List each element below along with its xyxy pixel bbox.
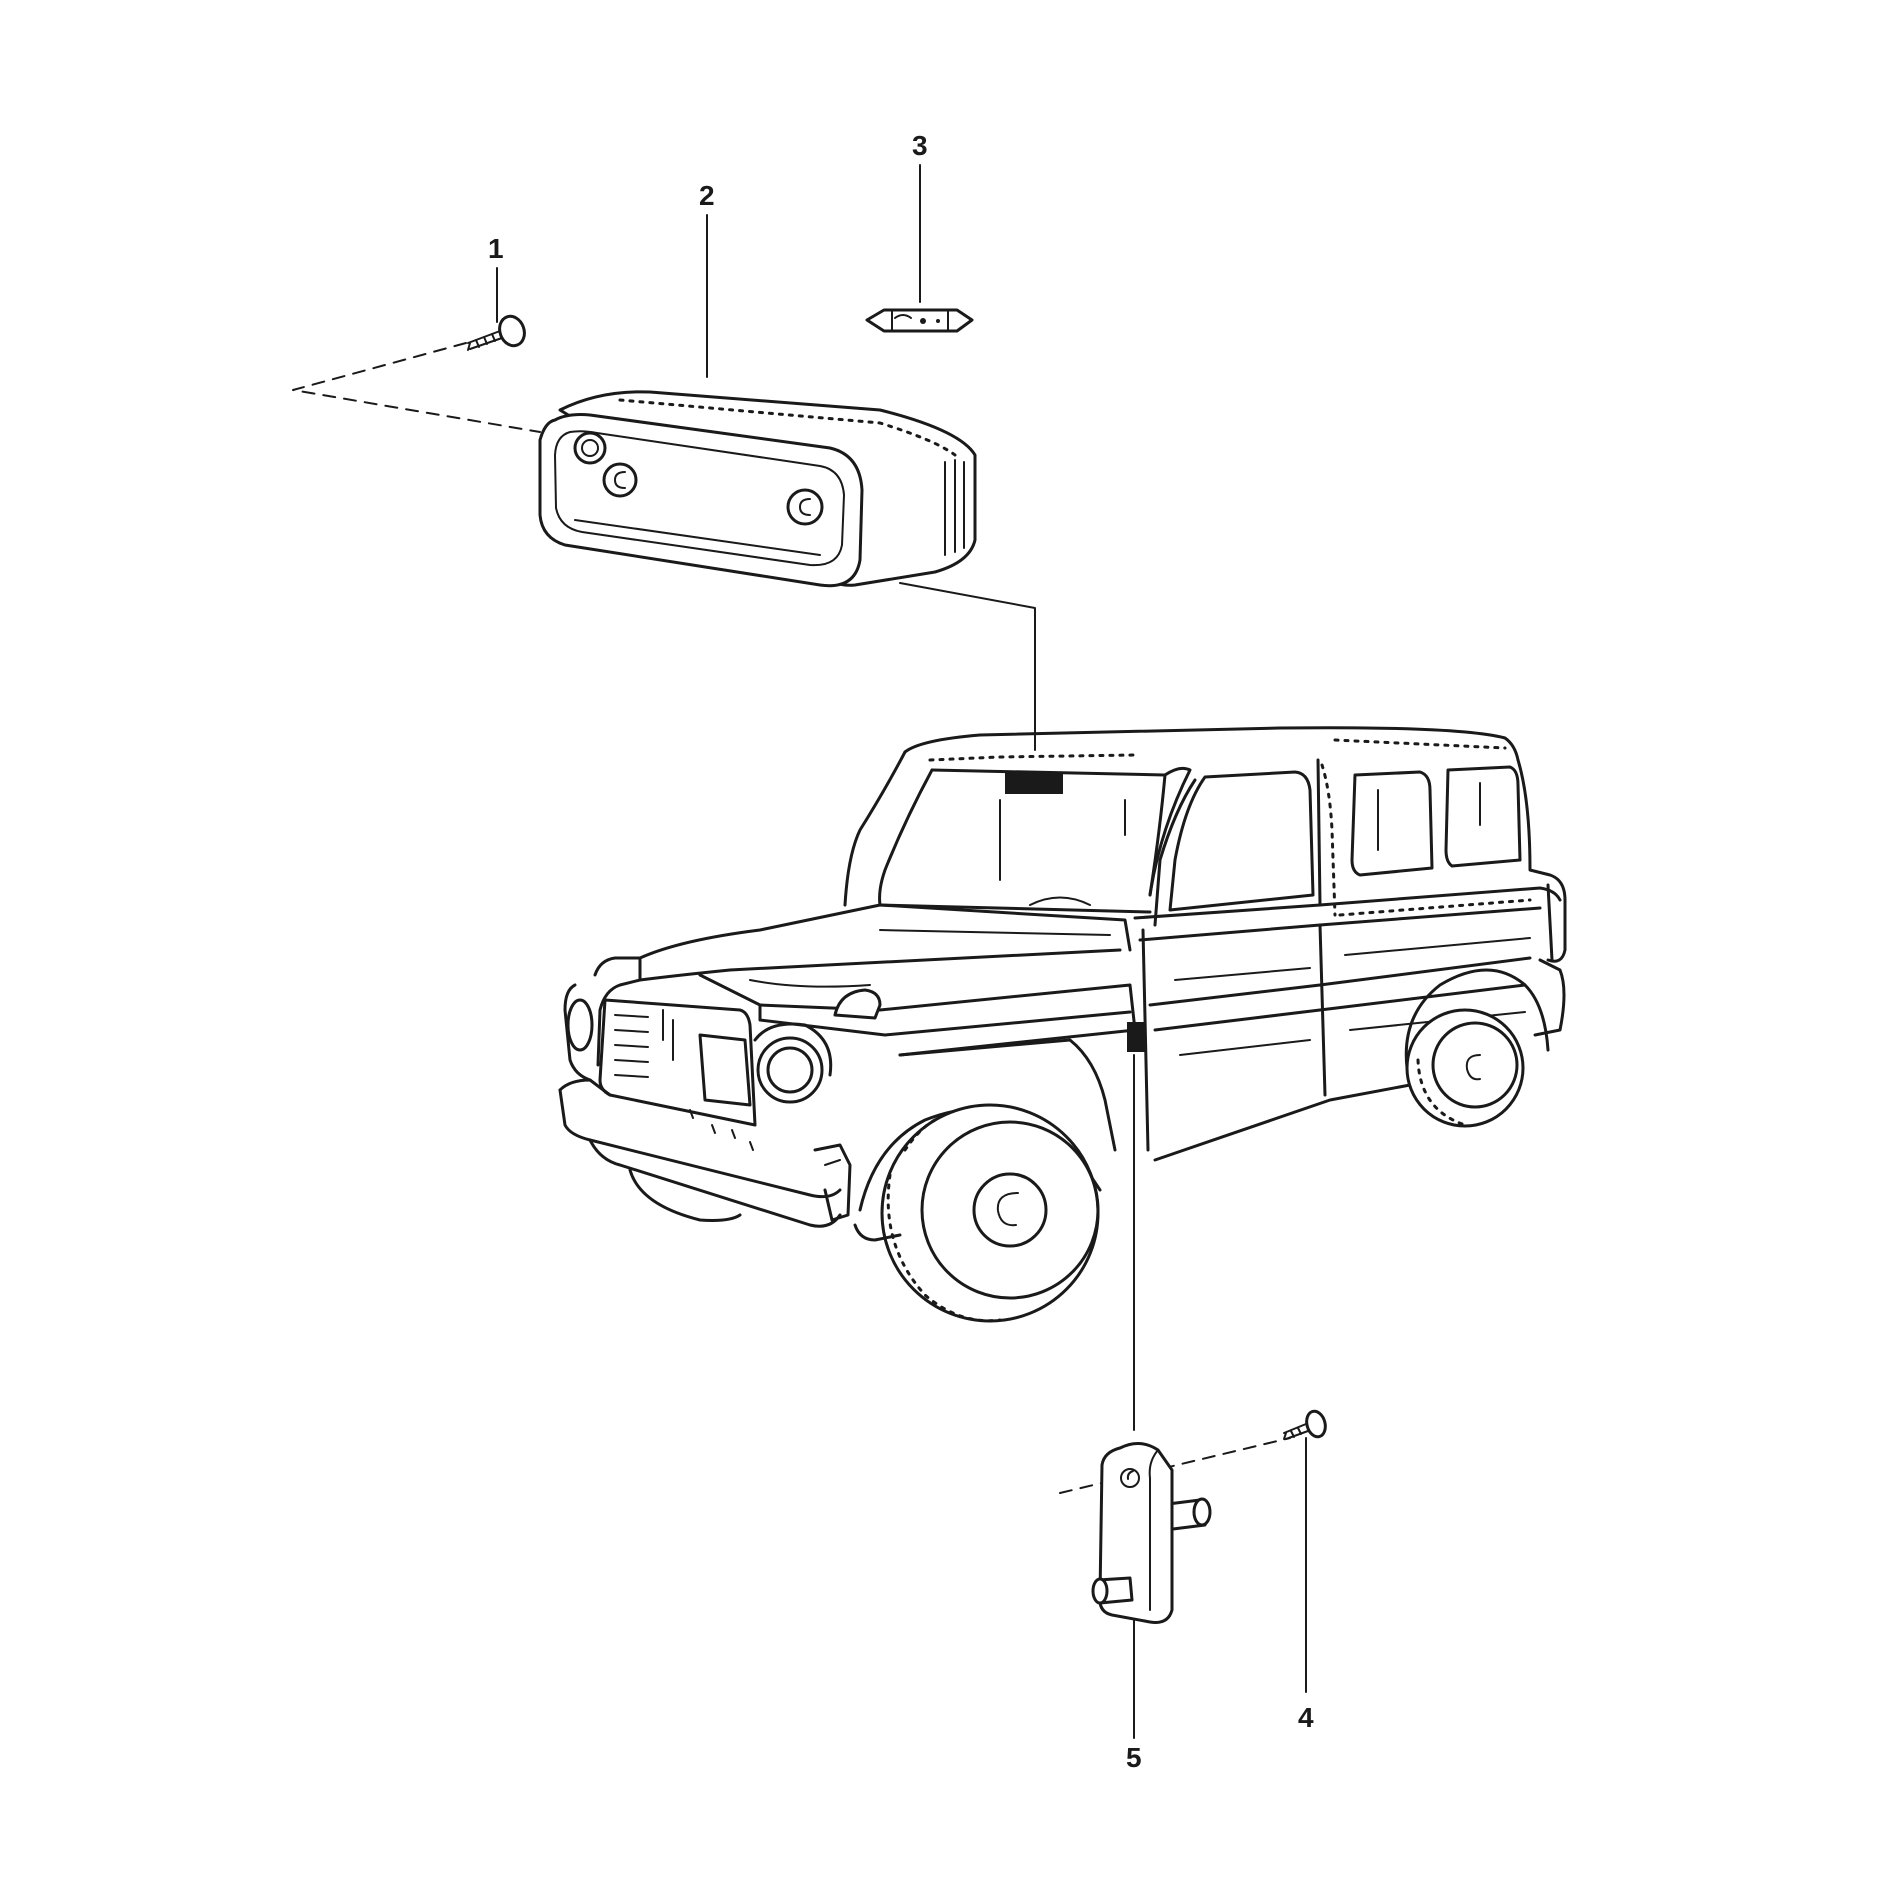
festoon-bulb-icon: [865, 308, 974, 333]
callout-label-2: 2: [699, 180, 715, 211]
screw-icon: [467, 314, 526, 351]
callout-label-3: 3: [912, 130, 928, 161]
callout-label-5: 5: [1126, 1742, 1142, 1773]
leader-lines: [496, 164, 1307, 1739]
screw-icon: [1283, 1409, 1327, 1440]
interior-lamp-housing-icon: [538, 390, 977, 588]
callout-label-4: 4: [1298, 1702, 1314, 1733]
door-contact-switch-icon: [1091, 1442, 1212, 1624]
vehicle-illustration: [558, 726, 1567, 1323]
roof-lamp-marker: [1005, 772, 1063, 794]
callout-label-1: 1: [488, 233, 504, 264]
